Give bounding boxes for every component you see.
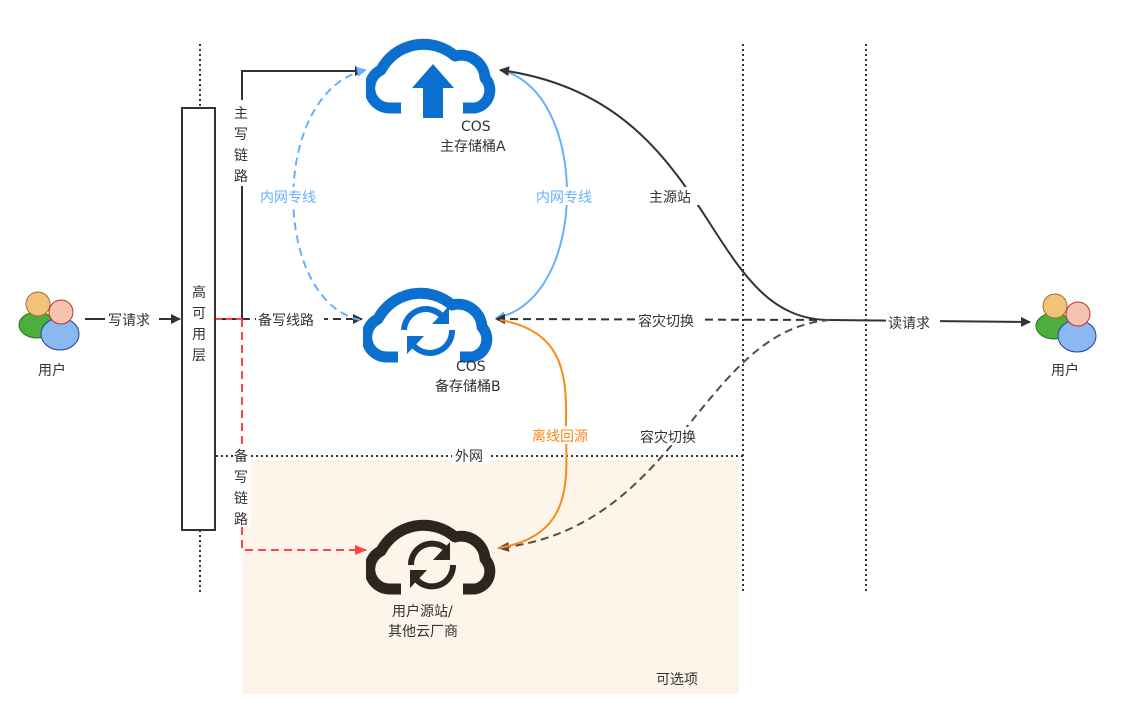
failover-label-2: 容灾切换 (640, 429, 696, 446)
failover-label-1: 容灾切换 (638, 313, 694, 330)
origin-line1: 用户源站/ (392, 603, 453, 620)
backup-write-line-label: 备写线路 (258, 312, 314, 329)
origin-node[interactable]: 用户源站/ 其他云厂商 (370, 525, 490, 640)
upload-arrow-icon (412, 64, 454, 118)
bucket-a-node[interactable]: COS 主存储桶A (370, 44, 506, 155)
bucket-b-node[interactable]: COS 备存储桶B (367, 293, 501, 395)
write-request-label: 写请求 (108, 313, 150, 329)
private-line-right-label: 内网专线 (536, 190, 592, 206)
user-left-label: 用户 (38, 362, 66, 379)
primary-write-link-label: 路 (234, 169, 248, 185)
user-left-icon (18, 291, 80, 351)
backup-write-origin-edge (241, 319, 367, 555)
sync-icon (407, 540, 457, 590)
primary-write-link-label: 写 (234, 127, 248, 143)
ha-layer-box (181, 107, 216, 531)
offline-origin-edge (497, 319, 568, 549)
ha-layer-label: 高 (192, 284, 206, 301)
user-right-label: 用户 (1051, 362, 1079, 379)
primary-write-link-label: 链 (234, 148, 248, 164)
offline-origin-label: 离线回源 (532, 428, 588, 445)
bucket-b-line2: 备存储桶B (435, 378, 501, 395)
failover-edge-1 (495, 314, 831, 325)
backup-write-link-label: 路 (234, 512, 248, 528)
primary-origin-edge (499, 66, 831, 321)
user-right-icon (1035, 293, 1097, 353)
ha-layer-label: 用 (192, 327, 206, 343)
ha-layer-label: 层 (192, 348, 206, 364)
read-request-label: 读请求 (888, 315, 930, 332)
primary-write-link-label: 主 (234, 106, 248, 122)
sync-icon (401, 306, 455, 356)
public-network-label: 外网 (455, 449, 483, 465)
primary-origin-label: 主源站 (649, 190, 691, 206)
origin-line2: 其他云厂商 (388, 624, 458, 640)
backup-write-link-label: 写 (234, 470, 248, 486)
backup-write-link-label: 链 (234, 491, 248, 507)
bucket-b-line1: COS (456, 359, 486, 375)
backup-write-link-label: 备 (234, 448, 248, 465)
bucket-a-line1: COS (461, 119, 491, 135)
private-line-left-label: 内网专线 (260, 190, 316, 206)
bucket-a-line2: 主存储桶A (440, 139, 506, 155)
optional-region-label: 可选项 (656, 672, 698, 688)
ha-layer-label: 可 (192, 306, 206, 322)
cloud-sync-icon (367, 293, 487, 357)
